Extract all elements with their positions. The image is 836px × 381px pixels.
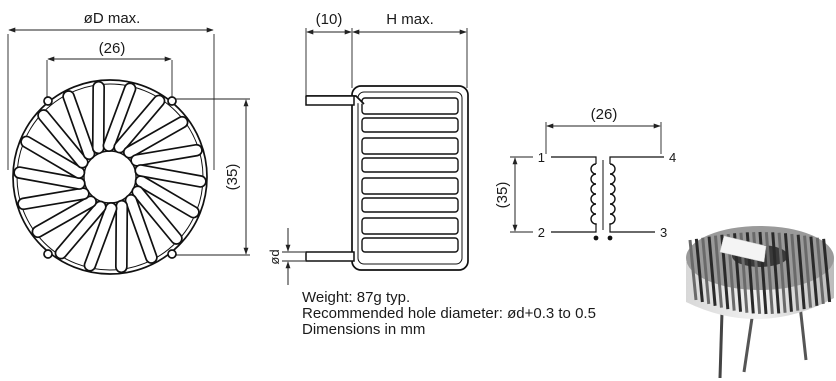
side-coil-turn — [361, 97, 459, 115]
photo-lead-right — [798, 304, 808, 361]
photo-winding-strand — [777, 232, 787, 313]
toroid-winding-turn — [113, 94, 166, 154]
toroid-winding-turn — [124, 193, 158, 264]
pin-3-label: 3 — [660, 225, 667, 240]
side-view: (10) H max. ød — [267, 11, 469, 285]
toroid-winding-turn — [13, 166, 86, 190]
photo-winding-strand — [694, 238, 704, 303]
side-coil-turn — [361, 157, 459, 173]
hole-note: Recommended hole diameter: ød+0.3 to 0.5 — [302, 305, 596, 322]
photo-winding-strand — [815, 237, 825, 305]
toroid-winding-turn — [20, 135, 86, 179]
schem-height-label: (35) — [494, 182, 511, 209]
side-coil-turn — [361, 237, 459, 253]
photo-winding-strand — [796, 234, 806, 310]
pin-1-label: 1 — [538, 150, 545, 165]
wire-diameter-label: ød — [267, 249, 282, 264]
height-label: (35) — [224, 164, 241, 191]
photo-winding-strand — [707, 236, 717, 306]
side-body-inner — [357, 91, 463, 265]
units-note: Dimensions in mm — [302, 321, 426, 338]
side-coils — [361, 97, 459, 253]
toroid-winding-turn — [131, 185, 183, 245]
toroid-windings — [13, 80, 207, 274]
photo-lead-left — [718, 311, 724, 379]
photo-winding-strand — [822, 238, 832, 303]
photo-winding-strand — [688, 239, 698, 301]
schem-wire-1 — [551, 156, 597, 164]
toroid-winding-turn — [62, 90, 96, 161]
side-coil-turn — [361, 137, 459, 155]
toroid-winding-turn — [31, 195, 98, 239]
toroid-winding-turn — [102, 82, 137, 152]
schem-coil-left — [590, 163, 597, 225]
photo-center-band — [719, 235, 767, 263]
pitch-label: (26) — [99, 40, 126, 57]
pin-4-label: 4 — [669, 150, 676, 165]
photo-winding-strand — [701, 237, 711, 305]
schem-wire-2 — [551, 225, 597, 233]
toroid-winding-turn — [134, 164, 207, 188]
side-coil-turn — [361, 117, 459, 133]
toroid-winding-turn — [54, 200, 107, 260]
side-coil-turn — [361, 217, 459, 235]
photo-winding-strand — [764, 231, 774, 314]
od-label: øD max. — [84, 10, 141, 27]
schem-coil-right — [609, 163, 616, 225]
notes-block: Weight: 87g typ. Recommended hole diamet… — [302, 290, 596, 338]
schem-dot-left — [593, 235, 599, 241]
side-coil-turn — [361, 177, 459, 195]
side-lead-top-bar — [305, 95, 355, 106]
toroid-winding-turn — [115, 199, 129, 274]
photo-winding-strand — [809, 236, 819, 306]
photo-winding-strand — [803, 235, 813, 308]
product-photo — [686, 226, 834, 379]
schem-dot-right — [607, 235, 613, 241]
photo-winding-strand — [771, 232, 781, 314]
schematic: (26) (35) 1 2 3 4 — [494, 106, 676, 241]
toroid-winding-turn — [122, 115, 189, 159]
toroid-winding-turn — [37, 109, 89, 169]
lead-top-left — [43, 96, 53, 106]
toroid-winding-turn — [134, 175, 200, 219]
lead-top-right — [167, 96, 177, 106]
toroid-winding-turn — [91, 80, 105, 155]
weight-note: Weight: 87g typ. — [302, 289, 411, 306]
lead-length-label: (10) — [316, 11, 343, 28]
toroid-winding-turn — [17, 187, 90, 211]
lead-bottom-right — [167, 249, 177, 259]
schem-wire-3 — [609, 225, 655, 233]
front-view: øD max. (26) (35) — [7, 10, 250, 275]
schem-width-label: (26) — [591, 106, 618, 123]
side-coil-turn — [361, 197, 459, 213]
side-lead-bottom-bar — [305, 251, 355, 262]
lead-bottom-left — [43, 249, 53, 259]
photo-windings — [688, 231, 832, 315]
toroid-winding-turn — [83, 202, 118, 272]
hmax-label: H max. — [386, 11, 434, 28]
toroid-winding-turn — [130, 143, 203, 167]
photo-winding-strand — [790, 233, 800, 311]
schem-wire-4 — [609, 156, 664, 164]
photo-winding-strand — [783, 233, 793, 312]
photo-lead-center — [742, 317, 754, 373]
photo-winding-strand — [713, 235, 723, 308]
pin-2-label: 2 — [538, 225, 545, 240]
